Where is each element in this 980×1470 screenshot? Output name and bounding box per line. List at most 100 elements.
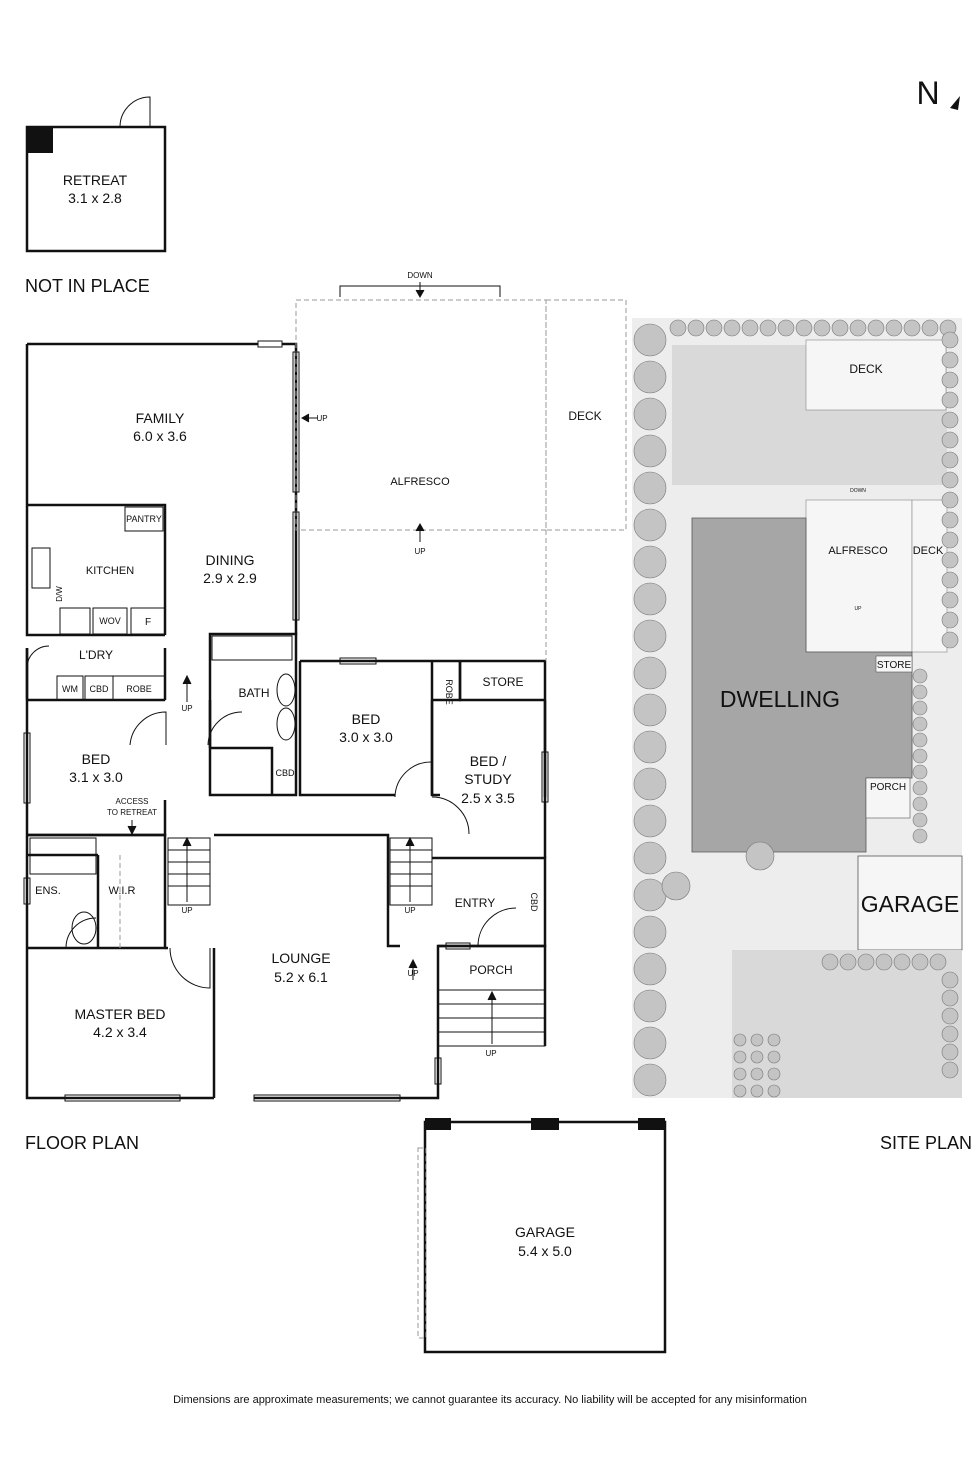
garage-door-outline [417, 1147, 427, 1339]
shrub-icon [669, 319, 687, 337]
arrow-up-porch [487, 990, 497, 1044]
laundry-name: L'DRY [79, 648, 113, 662]
window-lounge-east [434, 1057, 442, 1085]
shrub-icon [941, 511, 959, 529]
stairs-left [167, 837, 211, 906]
shrub-icon [912, 796, 928, 812]
shrub-icon [633, 915, 667, 949]
wm-name: WM [62, 684, 78, 694]
shrub-icon [633, 545, 667, 579]
shrub-icon [633, 508, 667, 542]
stair-down-label: DOWN [407, 271, 433, 280]
shrub-icon [767, 1050, 781, 1064]
cbd-laundry-name: CBD [89, 684, 109, 694]
site-deck-label: DECK [849, 362, 882, 376]
stair-up-family: UP [316, 414, 327, 423]
stair-up-left: UP [181, 906, 192, 915]
lounge-walls [214, 833, 400, 948]
shrub-icon [795, 319, 813, 337]
shrub-icon [633, 767, 667, 801]
bed-study-name: BED / [470, 753, 507, 769]
shrub-icon [733, 1050, 747, 1064]
bed-left-name: BED [82, 751, 111, 767]
site-alfresco-label: ALFRESCO [828, 545, 888, 557]
window-master [64, 1094, 181, 1102]
arrow-up-alfresco [415, 522, 425, 542]
shrub-icon [767, 1033, 781, 1047]
master-name: MASTER BED [74, 1006, 165, 1022]
shrub-icon [633, 730, 667, 764]
shrub-icon [633, 656, 667, 690]
ens-basin [71, 911, 97, 945]
shrub-icon [750, 1067, 764, 1081]
entry-name: ENTRY [455, 896, 495, 910]
sink-box [31, 547, 51, 589]
garage-pillar-left [425, 1118, 451, 1130]
north-arrow-icon [950, 96, 960, 110]
lounge-size: 5.2 x 6.1 [274, 969, 328, 985]
dining-size: 2.9 x 2.9 [203, 570, 257, 586]
garage-size: 5.4 x 5.0 [518, 1243, 572, 1259]
porch-name: PORCH [469, 963, 512, 977]
wov-name: WOV [99, 616, 121, 626]
site-deck2-label: DECK [913, 545, 944, 557]
shrub-icon [750, 1084, 764, 1098]
shrub-icon [941, 351, 959, 369]
stairs-right [389, 837, 433, 906]
shrub-icon [849, 319, 867, 337]
shrub-icon [941, 1007, 959, 1025]
shrub-icon [767, 1067, 781, 1081]
window-ens [23, 877, 31, 905]
site-deck2 [911, 499, 948, 653]
shrub-icon [941, 331, 959, 349]
bed-center-name: BED [352, 711, 381, 727]
shrub-icon [633, 434, 667, 468]
site-deck [805, 339, 947, 411]
arrow-up-hall [182, 674, 192, 702]
door-master [169, 947, 211, 989]
master-walls [165, 946, 216, 1098]
door-ensuite [65, 917, 97, 949]
shrub-icon [911, 953, 929, 971]
arrow-access [127, 820, 137, 836]
shrub-icon [741, 319, 759, 337]
shrub-icon [750, 1050, 764, 1064]
shrub-icon [912, 700, 928, 716]
door-retreat [119, 96, 151, 128]
shrub-icon [750, 1033, 764, 1047]
site-porch-label: PORCH [870, 782, 906, 793]
family-size: 6.0 x 3.6 [133, 428, 187, 444]
shrub-icon [941, 531, 959, 549]
shrub-icon [705, 319, 723, 337]
stair-up-lounge: UP [407, 969, 418, 978]
shrub-icon [733, 1084, 747, 1098]
bath-divider [208, 700, 274, 795]
shrub-icon [633, 952, 667, 986]
bed-study-name2: STUDY [464, 771, 512, 787]
arrow-up-stair-right [405, 836, 415, 902]
door-bath [207, 711, 243, 746]
arrow-up-stair-left [182, 836, 192, 902]
shrub-icon [633, 619, 667, 653]
dining-name: DINING [206, 552, 255, 568]
site-down-label: DOWN [850, 488, 866, 494]
bath-name: BATH [238, 686, 269, 700]
window-dining [292, 511, 300, 621]
shrub-icon [941, 571, 959, 589]
shrub-icon [759, 319, 777, 337]
bed-left-size: 3.1 x 3.0 [69, 769, 123, 785]
site-dwelling-label: DWELLING [720, 686, 840, 712]
door-entry [477, 907, 517, 947]
bed-study-walls [430, 700, 547, 858]
shrub-icon [867, 319, 885, 337]
window-bed-study [541, 751, 549, 803]
shrub-icon [633, 841, 667, 875]
shrub-icon [941, 1025, 959, 1043]
shrub-icon [912, 684, 928, 700]
lounge-name: LOUNGE [271, 950, 330, 966]
shrub-icon [661, 871, 691, 901]
shrub-icon [941, 411, 959, 429]
garage-name: GARAGE [515, 1224, 575, 1240]
